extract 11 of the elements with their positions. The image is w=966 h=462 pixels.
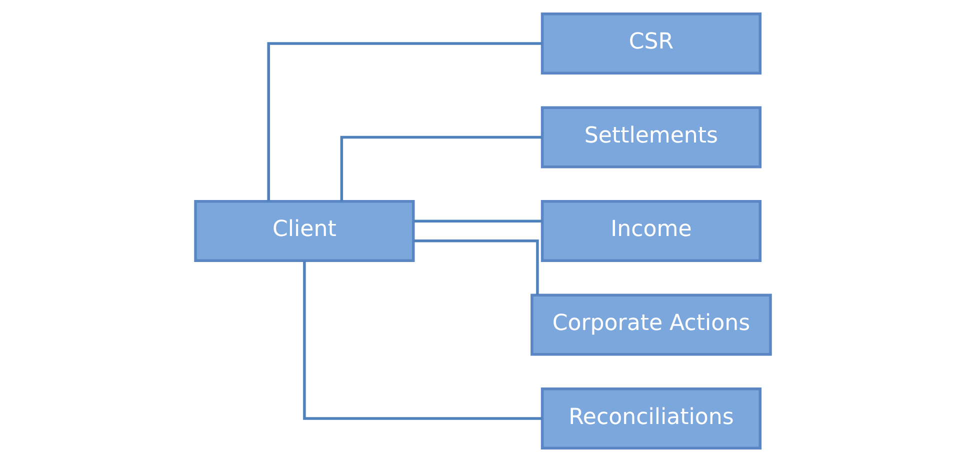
connector	[340, 136, 542, 202]
node-box: Reconciliations	[540, 388, 762, 450]
connector	[303, 260, 542, 420]
node-box: Corporate Actions	[530, 294, 772, 356]
node-box: CSR	[540, 12, 762, 74]
connector	[413, 240, 539, 295]
node-box: Settlements	[540, 106, 762, 168]
node-box: Income	[540, 200, 762, 262]
node-box: Client	[194, 200, 415, 262]
connector	[267, 42, 542, 202]
connector	[414, 220, 542, 222]
